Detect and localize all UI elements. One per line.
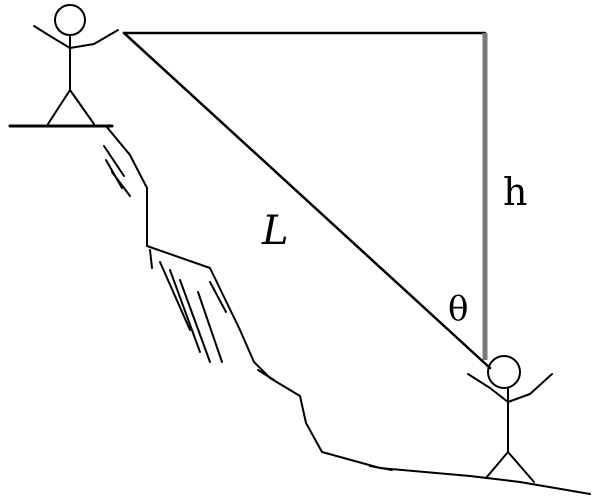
bottom-figure-left-arm [467,373,509,403]
bottom-figure-head [487,355,521,389]
top-stick-figure [33,4,119,125]
height-label: h [503,170,527,214]
length-label: L [261,208,289,254]
top-figure-left-arm [33,25,71,49]
hypotenuse-line [122,31,492,370]
top-figure-head [54,4,86,36]
top-figure-right-arm [69,29,119,49]
bottom-figure-right-arm [507,373,553,403]
cliff-hatching [103,145,393,471]
bottom-figure-legs [485,451,535,483]
top-figure-legs [47,89,95,125]
angle-label: θ [448,289,468,329]
bottom-stick-figure [467,355,553,483]
